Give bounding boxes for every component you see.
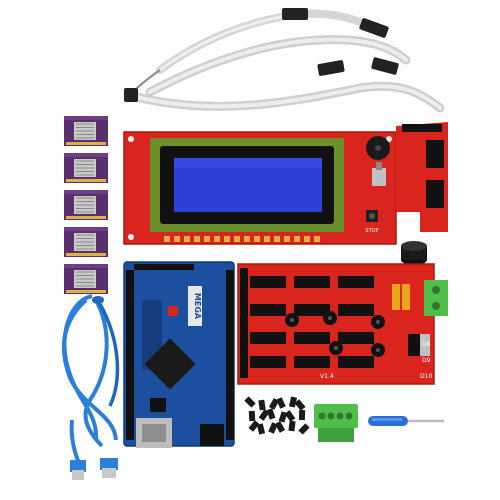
stepper-driver [64,190,108,220]
label-d8: D8 [422,341,431,348]
jumper-cap [258,409,270,421]
stepper-driver [64,153,108,183]
usb-a-plug [70,460,86,472]
adapter-board [396,122,448,232]
dc-jack [200,424,224,446]
reset-button [168,306,178,316]
stepper-driver [64,264,108,294]
jumper-cap [248,410,256,422]
stop-label: STOP [365,228,378,234]
jumper-cap [294,399,306,411]
jumper-cap [248,420,260,432]
mega-logo-panel [188,286,202,326]
jumper-cap [298,423,310,435]
jumper-cap [256,423,266,435]
mega-pin-headers [126,264,234,440]
jumper-cap [288,420,296,432]
jumper-cap [276,397,286,409]
driver-sockets [240,268,374,378]
jumper-cap [258,399,266,411]
screwdriver [368,416,444,426]
jumper-cap [298,409,306,421]
capacitors [285,311,385,357]
stepper-driver [64,116,108,146]
stepper-driver-stack [64,116,108,294]
jumper-cap [284,410,296,422]
label-d9: D9 [422,357,431,364]
ribbon-cable [127,9,445,113]
label-d10: D10 [420,373,432,380]
jumper-cap [274,421,286,433]
lcd-pin-header [164,236,320,242]
ramps-shield: D8 D9 D10 V1.4 [237,263,448,385]
jumper-cap [268,398,280,410]
jumper-cap [288,396,298,408]
jumper-cap [266,408,276,420]
encoder-knob [401,241,427,265]
jumper-cap [268,422,278,434]
usb-b-plug [100,458,118,470]
mega-board: MEGA [123,261,235,448]
idc-connector [124,8,399,102]
usb-cable [62,294,120,480]
screw-terminal-block [314,404,358,442]
jumper-caps [244,396,310,435]
stepper-driver [64,227,108,257]
rotary-encoder [372,168,386,186]
mega-logo: MEGA [193,293,202,320]
power-terminal [424,280,448,316]
ramps-version: V1.4 [320,373,334,380]
lcd-controller: STOP [123,131,397,245]
jumper-cap [244,396,256,408]
